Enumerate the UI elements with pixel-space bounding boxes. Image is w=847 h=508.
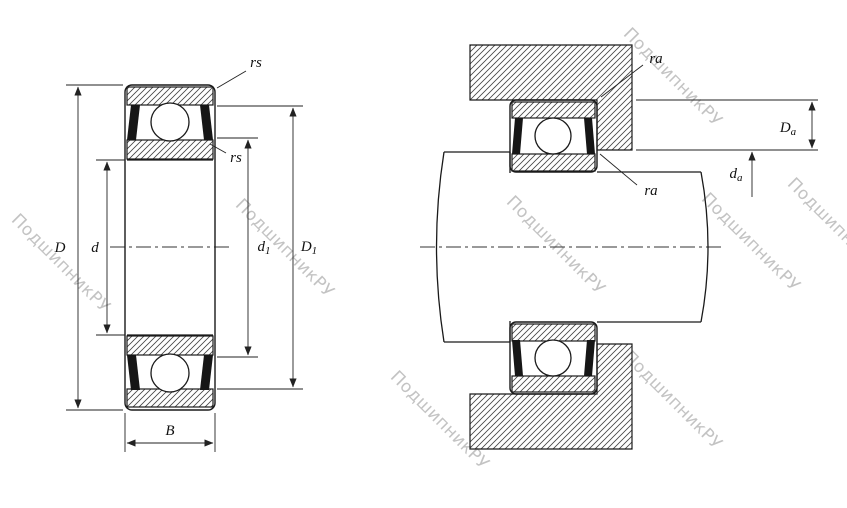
bearing-cross-section-view: D d d1 D1 B bbox=[54, 55, 317, 452]
seal-top-left bbox=[127, 105, 140, 140]
leader-line bbox=[600, 64, 644, 98]
label-d: d bbox=[91, 240, 99, 256]
label-d1: d1 bbox=[258, 239, 271, 257]
label-rs: rs bbox=[250, 55, 262, 71]
watermark: ПодшипникРУ bbox=[231, 195, 338, 302]
callout-rs-top: rs bbox=[216, 55, 262, 89]
seal-right bbox=[584, 118, 595, 154]
watermark: ПодшипникРУ bbox=[619, 347, 726, 454]
label-Da: Da bbox=[779, 120, 797, 138]
leader-line bbox=[209, 143, 227, 154]
mounted-arrangement-view: ra ra Da da bbox=[420, 44, 818, 450]
label-B: B bbox=[165, 423, 174, 439]
bearing-outline bbox=[509, 321, 598, 395]
callout-ra-top: ra bbox=[600, 51, 663, 98]
bearing-outline bbox=[509, 99, 598, 173]
label-ra: ra bbox=[644, 183, 657, 199]
dimension-da: da bbox=[730, 151, 756, 197]
leader-line bbox=[599, 153, 638, 186]
seal-bottom-left bbox=[127, 355, 140, 390]
dimension-D: D bbox=[54, 84, 123, 411]
dimension-B: B bbox=[124, 413, 216, 452]
label-rs: rs bbox=[230, 150, 242, 166]
ball bbox=[534, 117, 572, 155]
label-D1: D1 bbox=[300, 239, 317, 257]
shaft-break-right bbox=[700, 171, 709, 323]
watermark: ПодшипникРУ bbox=[783, 174, 847, 281]
watermark: ПодшипникРУ bbox=[7, 210, 114, 317]
callout-rs-inner: rs bbox=[209, 143, 242, 166]
dimension-D1: D1 bbox=[217, 105, 317, 390]
watermark: ПодшипникРУ bbox=[697, 189, 804, 296]
ball-bottom bbox=[150, 353, 190, 393]
seal-bottom-right bbox=[200, 355, 213, 390]
watermark: ПодшипникРУ bbox=[619, 24, 726, 131]
inner-ring-section bbox=[511, 153, 596, 172]
seal-right bbox=[584, 340, 595, 376]
outer-ring-section-top bbox=[126, 86, 214, 106]
bearing-outline bbox=[124, 84, 216, 411]
ball bbox=[534, 339, 572, 377]
label-ra: ra bbox=[649, 51, 662, 67]
outer-ring-section bbox=[511, 101, 596, 119]
dimension-d1: d1 bbox=[217, 137, 271, 358]
label-da: da bbox=[730, 166, 744, 184]
inner-ring-section-bottom bbox=[126, 335, 214, 356]
inner-ring-section bbox=[511, 323, 596, 342]
dimension-d: d bbox=[91, 159, 125, 336]
callout-ra-lower: ra bbox=[599, 153, 658, 199]
shaft-break-left bbox=[435, 151, 445, 343]
leader-line bbox=[216, 70, 247, 89]
mounted-bearing-top-section bbox=[509, 99, 598, 173]
dimension-Da: Da bbox=[636, 99, 818, 151]
seal-left bbox=[512, 118, 523, 154]
seal-top-right bbox=[200, 105, 213, 140]
watermark: ПодшипникРУ bbox=[502, 192, 609, 299]
label-D: D bbox=[54, 240, 66, 256]
inner-ring-section-top bbox=[126, 139, 214, 160]
seal-left bbox=[512, 340, 523, 376]
ball-top bbox=[150, 102, 190, 142]
mounted-bearing-bottom-section bbox=[509, 321, 598, 395]
outer-ring-section bbox=[511, 375, 596, 393]
